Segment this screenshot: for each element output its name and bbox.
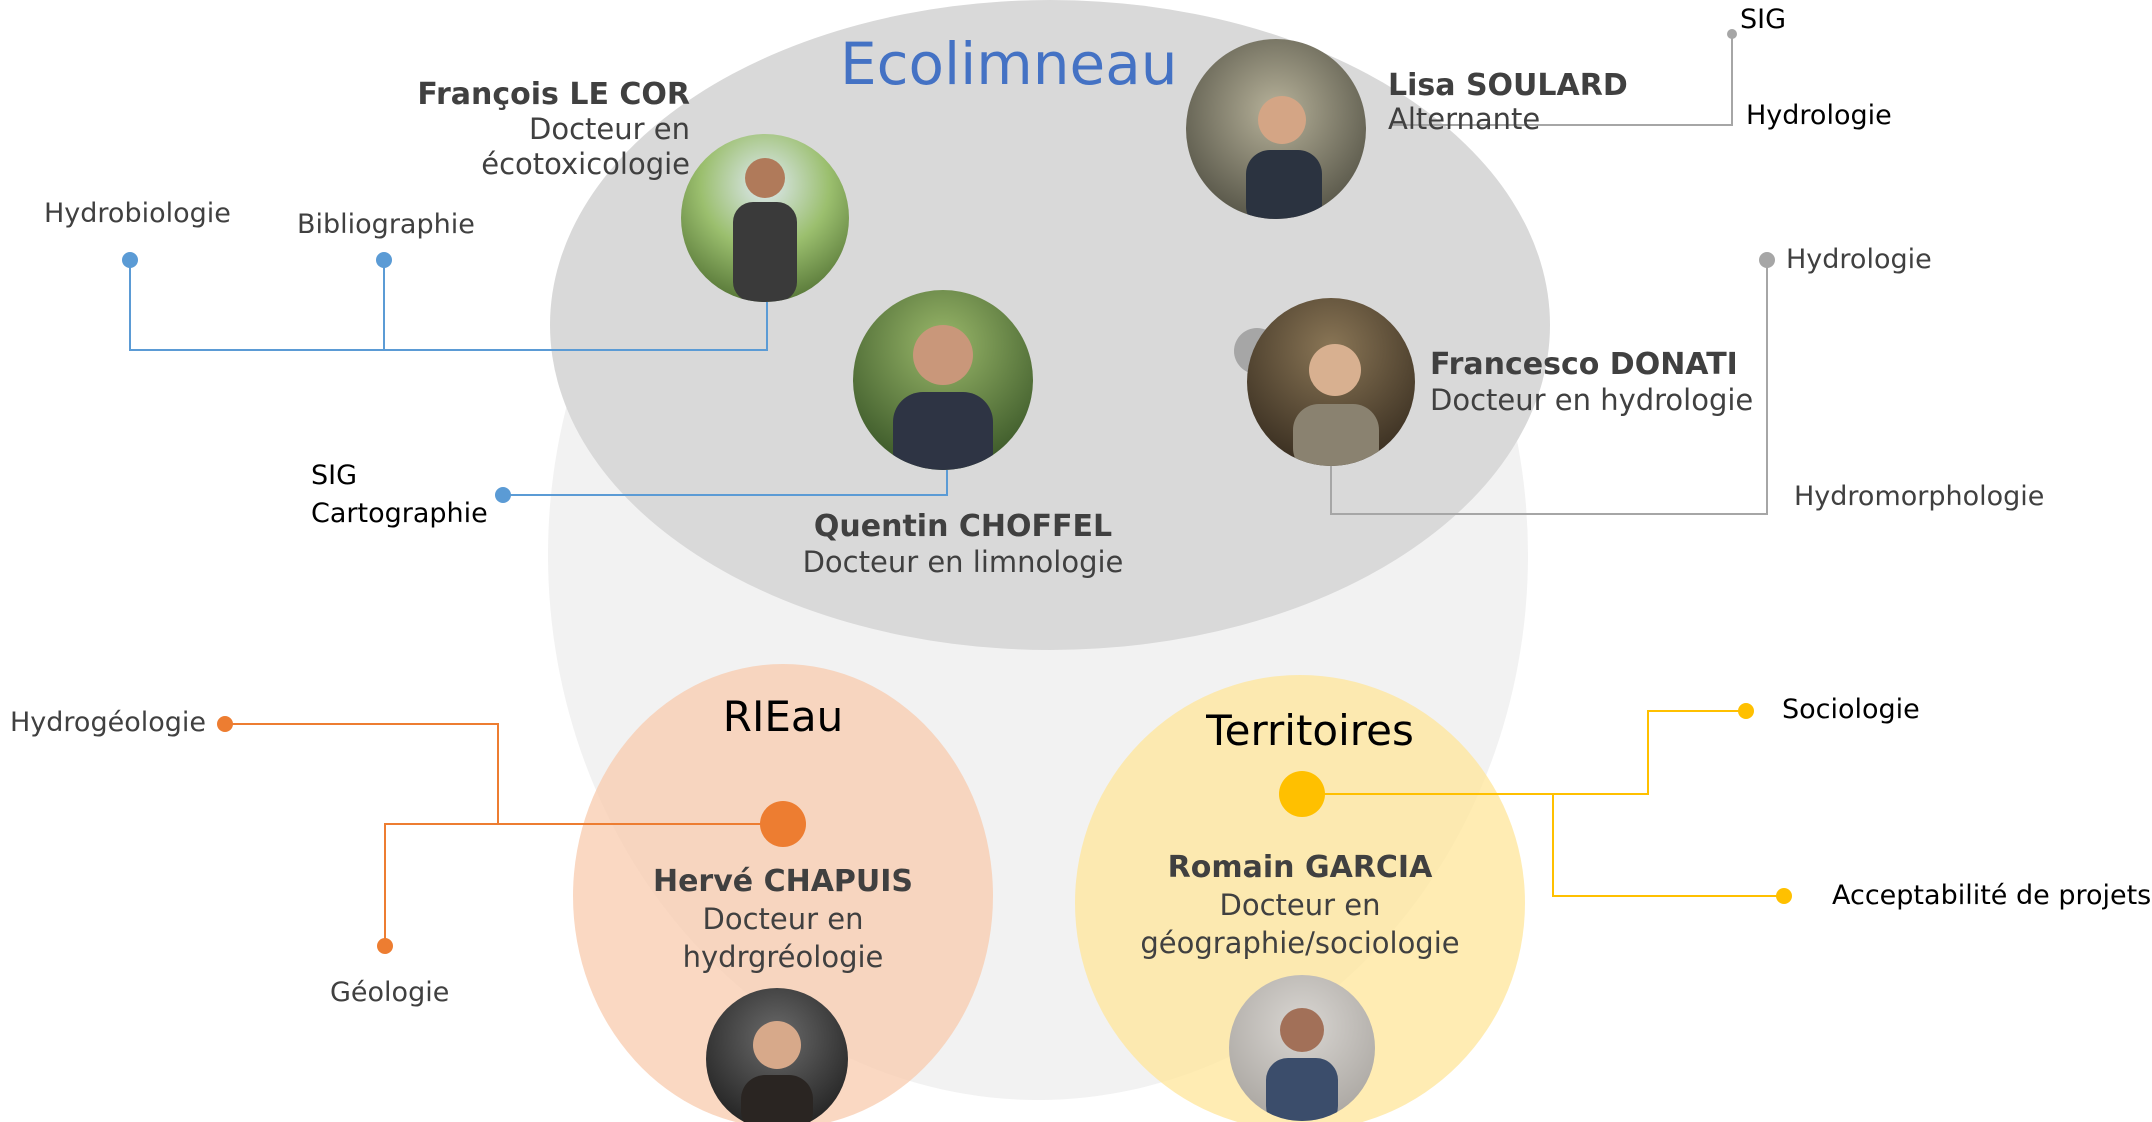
skill-sociologie: Sociologie	[1782, 694, 1920, 725]
garcia-marker-dot	[1279, 771, 1325, 817]
skill-hydrobiologie: Hydrobiologie	[44, 198, 231, 229]
gray-connectors	[1330, 34, 1768, 515]
skill-hydrologie-2: Hydrologie	[1786, 244, 1932, 275]
skill-cartographie: Cartographie	[311, 498, 488, 529]
soulard-role: Alternante	[1388, 102, 1541, 136]
photo-lecor	[681, 134, 849, 302]
blue-connectors	[129, 260, 948, 496]
skill-hydrologie-1: Hydrologie	[1746, 100, 1892, 131]
skill-hydrogeologie: Hydrogéologie	[10, 707, 206, 738]
acceptabilite-dot	[1776, 888, 1792, 904]
photo-chapuis	[706, 988, 848, 1122]
chapuis-role-1: Docteur en	[702, 902, 864, 936]
sig-dot-top	[1727, 29, 1737, 39]
skill-bibliographie: Bibliographie	[297, 209, 475, 240]
hydrogeologie-dot	[217, 716, 233, 732]
garcia-role-1: Docteur en	[1219, 888, 1381, 922]
choffel-name: Quentin CHOFFEL	[813, 509, 1113, 544]
chapuis-marker-dot	[760, 801, 806, 847]
sociologie-dot	[1738, 703, 1754, 719]
donati-role: Docteur en hydrologie	[1430, 383, 1754, 417]
yellow-connectors	[1302, 710, 1784, 897]
soulard-name: Lisa SOULARD	[1388, 68, 1628, 103]
skill-geologie: Géologie	[330, 977, 450, 1008]
photo-garcia	[1229, 975, 1375, 1121]
chapuis-role-2: hydrgréologie	[682, 940, 884, 974]
garcia-name: Romain GARCIA	[1167, 850, 1433, 885]
skill-sig-2: SIG	[1740, 4, 1787, 35]
territoires-label: Territoires	[1206, 706, 1414, 755]
lecor-role-2: écotoxicologie	[481, 147, 690, 181]
photo-soulard	[1186, 39, 1366, 219]
rieau-circle	[573, 664, 993, 1122]
rieau-label: RIEau	[722, 692, 844, 741]
bibliographie-dot	[376, 252, 392, 268]
garcia-role-2: géographie/sociologie	[1140, 926, 1460, 960]
skill-sig-1: SIG	[311, 460, 358, 491]
choffel-role: Docteur en limnologie	[802, 545, 1124, 579]
chapuis-name: Hervé CHAPUIS	[652, 864, 914, 899]
lecor-role-1: Docteur en	[529, 112, 690, 146]
skill-acceptabilite: Acceptabilité de projets	[1832, 880, 2152, 911]
donati-name: Francesco DONATI	[1430, 347, 1738, 382]
orange-connectors	[225, 723, 783, 946]
geologie-dot	[377, 938, 393, 954]
hydrologie-dot	[1759, 252, 1775, 268]
photo-choffel	[853, 290, 1033, 470]
skill-hydromorphologie: Hydromorphologie	[1794, 481, 2045, 512]
lecor-name: François LE COR	[417, 77, 690, 112]
territoires-circle	[1075, 675, 1525, 1122]
sig-cartographie-dot	[495, 487, 511, 503]
hydrobiologie-dot	[122, 252, 138, 268]
ecolimneau-title: Ecolimneau	[840, 30, 1178, 98]
photo-donati	[1247, 298, 1415, 466]
